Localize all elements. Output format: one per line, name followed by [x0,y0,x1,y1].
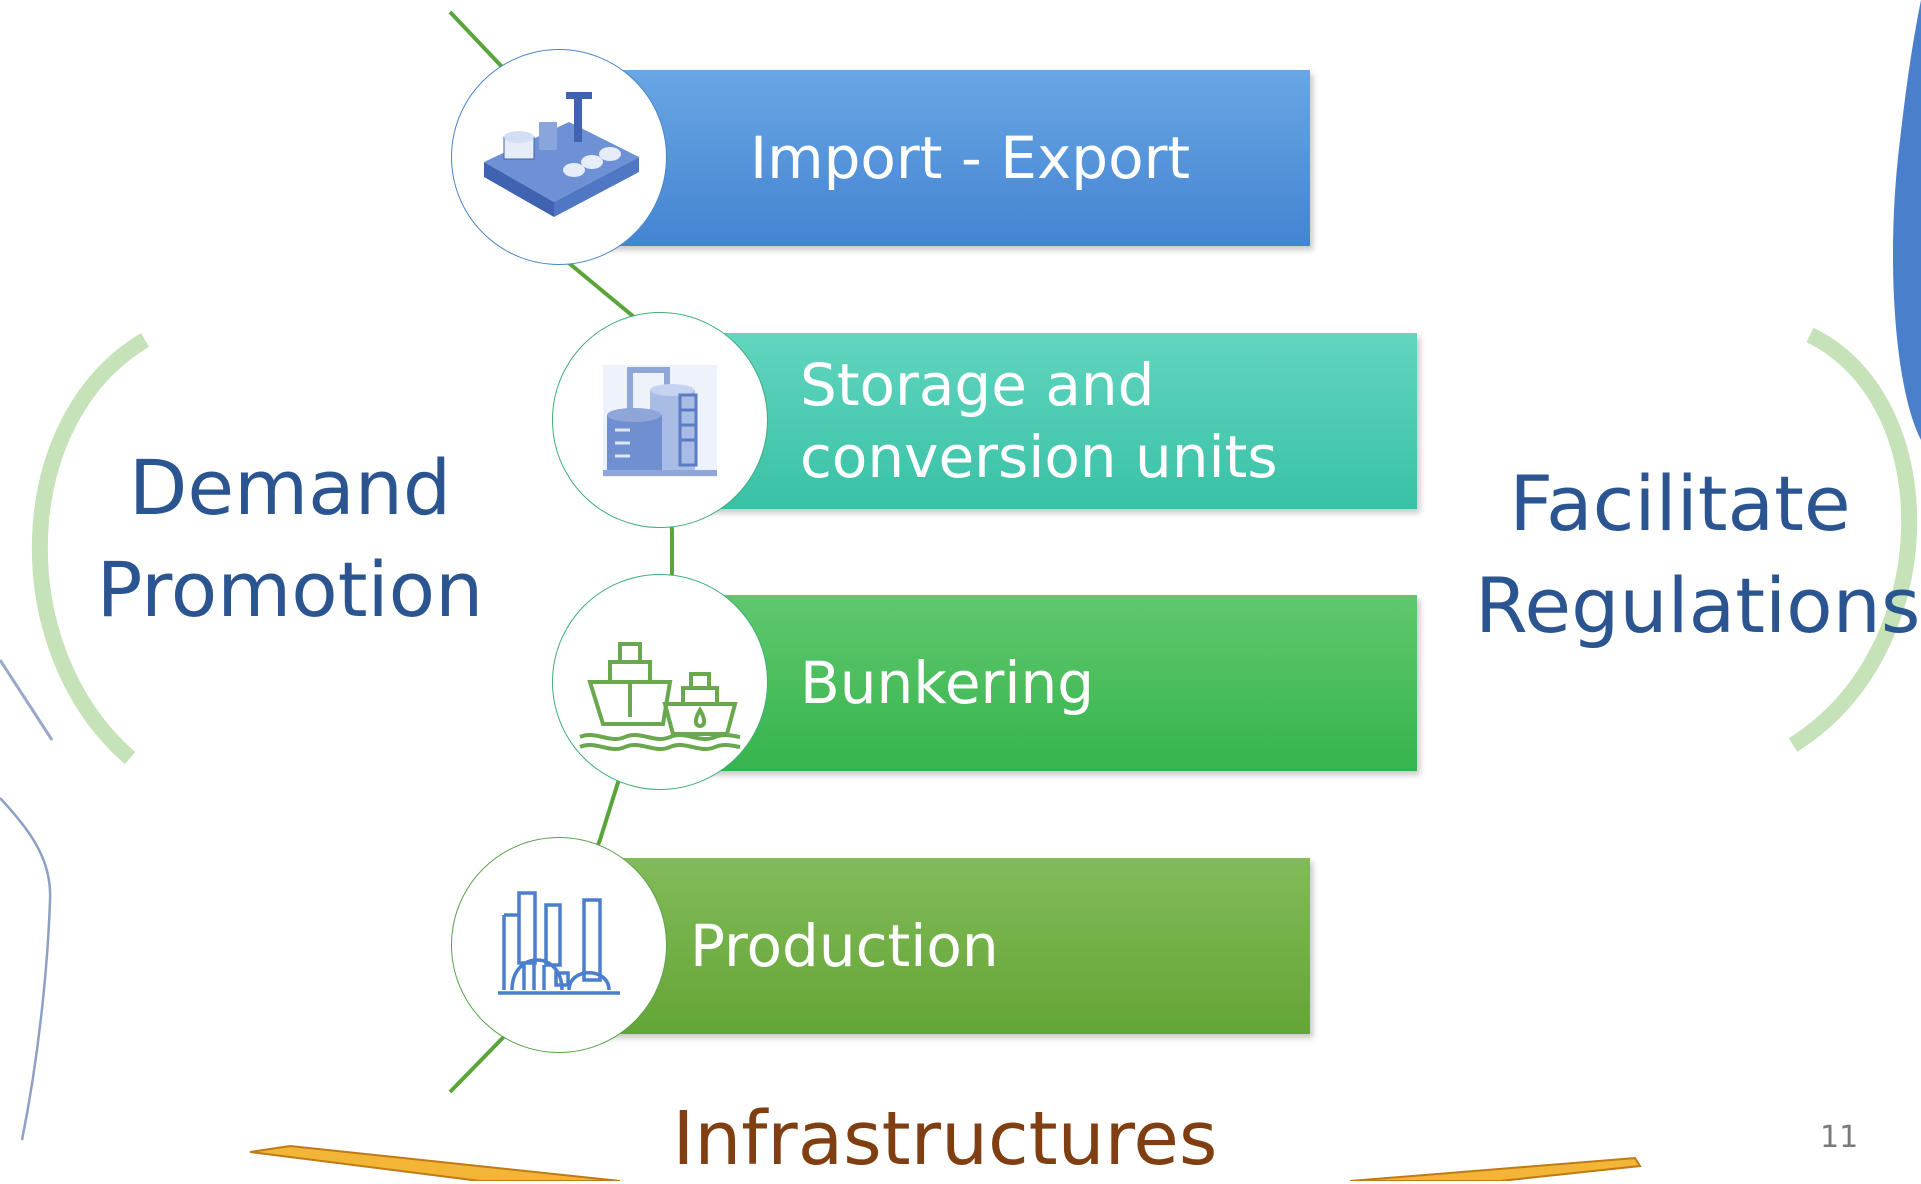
demand-line: Demand [128,443,452,532]
base-wedge-right [1349,1156,1642,1181]
bunkering-icon-circle [552,574,768,790]
bunkering-bar: Bunkering [700,595,1417,771]
storage-bar: Storage and conversion units [700,333,1417,509]
right-arc [1788,327,1918,752]
demand-promotion-text: Demand Promotion [90,437,490,641]
storage-icon-circle [552,312,768,528]
facilitate-line: Facilitate [1509,459,1851,548]
infrastructures-label: Infrastructures [672,1096,1218,1182]
sketch-line [0,797,52,1141]
storage-label: Storage and conversion units [800,349,1278,493]
import-export-bar: Import - Export [600,70,1310,246]
import-export-icon-circle [451,49,667,265]
import-export-label: Import - Export [750,124,1191,192]
regulations-line: Regulations [1475,561,1921,650]
facilitate-regulations-text: Facilitate Regulations [1475,453,1921,657]
ships-icon [579,642,741,751]
storage-label-line2: conversion units [800,423,1278,491]
page-number: 11 [1820,1120,1859,1155]
bunkering-label: Bunkering [800,649,1095,717]
base-wedge-left [249,1144,621,1181]
production-bar: Production [600,858,1310,1034]
left-arc [32,333,150,765]
promotion-line: Promotion [96,545,484,634]
production-label: Production [690,912,999,980]
storage-label-line1: Storage and [800,351,1155,419]
storage-tank-icon [603,365,717,477]
factory-icon [498,891,620,995]
sketch-line [0,659,54,741]
terminal-icon [484,92,639,217]
corner-blue-shape [1892,0,1921,440]
production-icon-circle [451,837,667,1053]
